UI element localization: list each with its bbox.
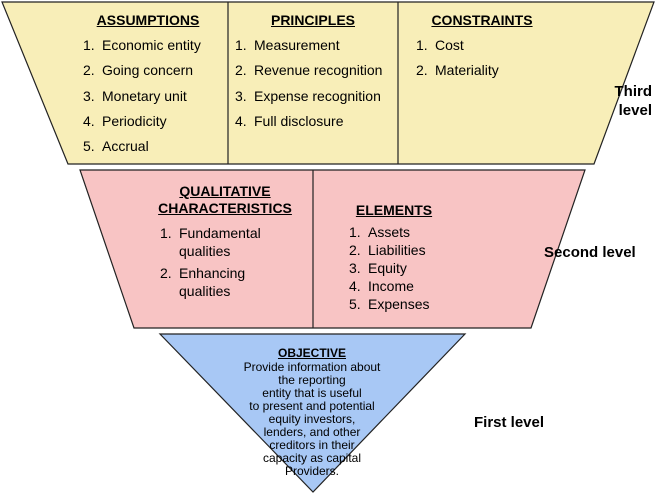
elements-list: 1.Assets 2.Liabilities 3.Equity 4.Income… xyxy=(349,223,472,313)
list-item: 2.Going concern xyxy=(83,62,194,78)
objective-panel: OBJECTIVE Provide information about the … xyxy=(222,346,402,478)
list-item: 1.Assets xyxy=(349,224,411,240)
qualitative-characteristics-heading: QUALITATIVE CHARACTERISTICS xyxy=(158,183,292,216)
constraints-heading: CONSTRAINTS xyxy=(431,12,533,28)
list-item: 2.Materiality xyxy=(416,62,499,78)
first-level-label: First level xyxy=(474,414,545,431)
list-item: 3.Monetary unit xyxy=(83,88,187,104)
qualitative-characteristics-panel: QUALITATIVE CHARACTERISTICS 1. Fundament… xyxy=(140,183,310,300)
constraints-list: 1.Cost 2.Materiality xyxy=(416,37,564,88)
list-item: 2.Liabilities xyxy=(349,242,426,258)
principles-panel: PRINCIPLES 1.Measurement 2.Revenue recog… xyxy=(230,12,396,138)
list-item: 1.Measurement xyxy=(235,37,340,53)
list-item: 3.Equity xyxy=(349,260,407,276)
third-level-band xyxy=(1,1,655,165)
list-item: 1.Cost xyxy=(416,37,464,53)
assumptions-heading: ASSUMPTIONS xyxy=(96,12,200,28)
assumptions-panel: ASSUMPTIONS 1.Economic entity 2.Going co… xyxy=(70,12,226,163)
list-item: 2.Revenue recognition xyxy=(235,62,383,78)
list-item: 1.Economic entity xyxy=(83,37,201,53)
elements-heading: ELEMENTS xyxy=(355,202,433,218)
constraints-panel: CONSTRAINTS 1.Cost 2.Materiality xyxy=(400,12,564,88)
principles-list: 1.Measurement 2.Revenue recognition 3.Ex… xyxy=(235,37,396,138)
list-item: 5.Expenses xyxy=(349,296,430,312)
elements-panel: ELEMENTS 1.Assets 2.Liabilities 3.Equity… xyxy=(316,202,472,313)
list-item: 5.Accrual xyxy=(83,138,149,154)
assumptions-list: 1.Economic entity 2.Going concern 3.Mone… xyxy=(83,37,226,163)
list-item: 4.Full disclosure xyxy=(235,113,344,129)
list-item: 4.Income xyxy=(349,278,414,294)
third-level-label: Third level xyxy=(614,83,653,119)
list-item: 3.Expense recognition xyxy=(235,88,381,104)
second-level-label: Second level xyxy=(544,244,636,261)
objective-heading: OBJECTIVE xyxy=(277,346,346,360)
second-level-band xyxy=(79,169,586,329)
first-level-band xyxy=(158,333,467,493)
principles-heading: PRINCIPLES xyxy=(270,12,355,28)
objective-text: Provide information about the reporting … xyxy=(243,360,381,478)
list-item: 4.Periodicity xyxy=(83,113,167,129)
